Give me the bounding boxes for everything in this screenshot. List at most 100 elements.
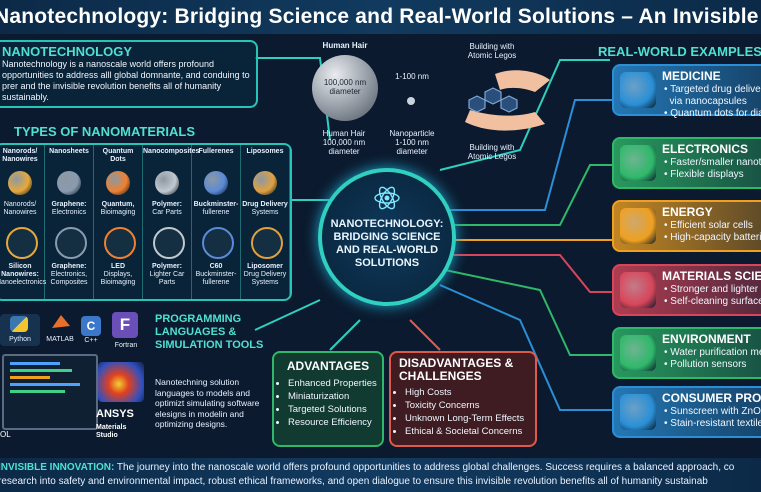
advantages-list: Enhanced PropertiesMiniaturizationTarget… (276, 377, 377, 429)
type-top-text: Systems (251, 209, 279, 216)
type-bottom-text: Nanoelectronics (0, 279, 47, 286)
type-top-label: Polymer:Car Parts (143, 201, 191, 217)
connector-programming (254, 299, 321, 331)
disadvantages-list: High CostsToxicity ConcernsUnknown Long-… (393, 386, 524, 438)
disadvantages-heading: DISADVANTAGES & CHALLENGES (399, 356, 514, 383)
realworld-card: ENERGY• Efficient solar cells• High-capa… (612, 200, 761, 252)
realworld-icon (620, 145, 656, 181)
list-item: Miniaturization (288, 390, 377, 403)
type-top-text: Car Parts (152, 209, 182, 216)
type-bottom-label: Polymer:Lighter Car Parts (143, 263, 191, 287)
nanomaterial-icon (155, 171, 179, 195)
type-bottom-label: Graphene:Electronics, Composites (45, 263, 93, 287)
realworld-line: via nanocapsules (664, 96, 747, 107)
realworld-title: ELECTRONICS (662, 142, 749, 156)
atom-icon (374, 186, 400, 210)
type-column-header: Nanosheets (49, 148, 89, 155)
realworld-body: • Water purification me• Pollution senso… (664, 347, 761, 371)
connector-disadvantages (409, 319, 441, 351)
nanomaterial-icon (106, 171, 130, 195)
monitor-screen (2, 354, 98, 430)
realworld-body: • Stronger and lighter• Self-cleaning su… (664, 284, 761, 308)
type-bottom-bold: Silicon Nanowires: (1, 263, 39, 278)
realworld-line: • Quantum dots for diag (664, 108, 761, 119)
lego-bottom: Building with Atomic Legos (467, 143, 517, 161)
realworld-body: • Faster/smaller nanotr• Flexible displa… (664, 157, 761, 181)
nanomaterial-icon (104, 227, 136, 259)
type-top-bold: Graphene: (51, 201, 87, 208)
footer-line-1: INVISIBLE INNOVATION: The journey into t… (0, 461, 761, 474)
realworld-body: • Targeted drug delivery via nanocapsule… (664, 84, 761, 120)
footer-text: The journey into the nanoscale world off… (114, 462, 735, 473)
connector-medicine (450, 99, 612, 211)
type-bottom-bold: Graphene: (51, 263, 87, 270)
nano-sub: 1-100 nm diameter (395, 138, 429, 156)
footer-bold: INVISIBLE INNOVATION: (0, 462, 115, 473)
type-top-text: Bioimaging (100, 209, 136, 216)
center-circle: NANOTECHNOLOGY: BRIDGING SCIENCE AND REA… (318, 168, 456, 306)
lego-top: Building with Atomic Legos (467, 42, 517, 60)
realworld-body: • Sunscreen with ZnO/T• Stain-resistant … (664, 406, 761, 430)
type-top-label: Quantum,Bioimaging (94, 201, 142, 217)
realworld-title: ENERGY (662, 205, 713, 219)
realworld-card: ENVIRONMENT• Water purification me• Poll… (612, 327, 761, 379)
list-item: Targeted Solutions (288, 403, 377, 416)
type-top-bold: Drug Delivery (242, 201, 288, 208)
realworld-card: ELECTRONICS• Faster/smaller nanotr• Flex… (612, 137, 761, 189)
type-top-text: fullerene (202, 209, 230, 216)
type-column-header: Nanocomposites (143, 148, 200, 155)
realworld-icon (620, 208, 656, 244)
hair-label-top: Human Hair (322, 41, 368, 50)
realworld-icon (620, 72, 656, 108)
python-label: Python (9, 336, 31, 343)
list-item: High Costs (405, 386, 524, 399)
realworld-line: • Self-cleaning surface (664, 296, 761, 307)
type-bottom-bold: Polymer: (152, 263, 182, 270)
nanomaterial-icon (202, 227, 234, 259)
advantages-heading: ADVANTAGES (286, 359, 370, 373)
simulation-plot-icon (98, 362, 144, 402)
intro-panel: NANOTECHNOLOGY Nanotechnology is a nanos… (0, 40, 258, 108)
nanomaterial-icon (204, 171, 228, 195)
realworld-icon (620, 272, 656, 308)
realworld-line: • Targeted drug delivery (664, 84, 761, 95)
human-hair-sphere: 100,000 nm diameter (312, 55, 378, 121)
hair-label: Human Hair (322, 129, 366, 138)
python-logo: Python (0, 314, 40, 346)
realworld-line: • Stronger and lighter (664, 284, 759, 295)
realworld-line: • Stain-resistant textile (664, 418, 761, 429)
realworld-line: • Faster/smaller nanotr (664, 157, 761, 168)
type-top-label: Graphene:Electronics (45, 201, 93, 217)
ol-label: OL (0, 430, 11, 439)
realworld-icon (620, 335, 656, 371)
type-bottom-text: Drug Delivery Systems (243, 271, 287, 286)
fortran-icon: F (112, 312, 138, 338)
type-bottom-label: Silicon Nanowires:Nanoelectronics (0, 263, 47, 287)
matlab-logo: MATLAB (42, 312, 78, 346)
realworld-title: ENVIRONMENT (662, 332, 751, 346)
connector-rw-top (439, 59, 610, 171)
realworld-title: CONSUMER PROD (662, 391, 761, 405)
programming-heading: PROGRAMMING LANGUAGES & SIMULATION TOOLS (155, 313, 264, 351)
nano-top: 1-100 nm (395, 72, 429, 81)
fortran-label: Fortran (114, 342, 138, 349)
center-text: NANOTECHNOLOGY: BRIDGING SCIENCE AND REA… (330, 218, 444, 269)
intro-heading: NANOTECHNOLOGY (2, 44, 132, 59)
list-item: Toxicity Concerns (405, 399, 524, 412)
nanomaterial-icon (55, 227, 87, 259)
type-top-text: Electronics (51, 209, 87, 216)
type-top-bold: Quantum, (101, 201, 135, 208)
tools-cluster: Python MATLAB C C++ F Fortran ANSYS Mate… (0, 312, 148, 447)
type-top-label: Nanorods/ Nanowires (0, 201, 44, 217)
type-column-header: Quantum Dots (102, 148, 134, 163)
list-item: Enhanced Properties (288, 377, 377, 390)
list-item: Resource Efficiency (288, 416, 377, 429)
advantages-panel: ADVANTAGES Enhanced PropertiesMiniaturiz… (272, 351, 384, 447)
nanomaterial-icon (153, 227, 185, 259)
